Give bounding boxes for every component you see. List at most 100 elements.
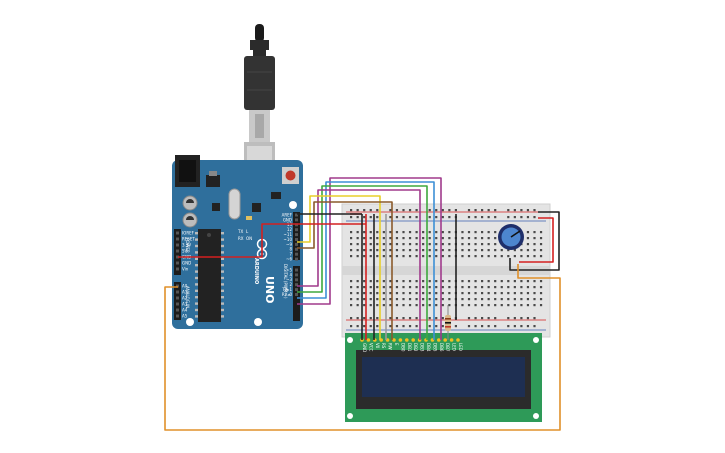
lcd-pin[interactable] [405,338,409,342]
breadboard-hole[interactable] [507,280,510,283]
breadboard-hole[interactable] [350,231,353,234]
breadboard-hole[interactable] [369,255,372,258]
breadboard-hole[interactable] [513,249,516,252]
breadboard-hole[interactable] [520,209,523,212]
breadboard-hole[interactable] [481,231,484,234]
breadboard-hole[interactable] [520,216,523,219]
breadboard-hole[interactable] [382,292,385,295]
breadboard-hole[interactable] [415,231,418,234]
breadboard-hole[interactable] [350,298,353,301]
breadboard-hole[interactable] [461,298,464,301]
breadboard-hole[interactable] [467,317,471,320]
breadboard-hole[interactable] [435,209,438,212]
breadboard-hole[interactable] [408,292,412,295]
breadboard-hole[interactable] [533,249,536,252]
breadboard-hole[interactable] [402,280,405,283]
breadboard-hole[interactable] [350,237,353,240]
breadboard-hole[interactable] [467,243,471,246]
breadboard-hole[interactable] [507,304,510,307]
breadboard-hole[interactable] [350,304,353,307]
breadboard-hole[interactable] [395,325,399,328]
lcd-pin[interactable] [443,338,448,342]
analog-pin-hole[interactable] [176,314,179,318]
breadboard-hole[interactable] [382,243,385,246]
breadboard-hole[interactable] [415,286,418,289]
breadboard-hole[interactable] [363,216,366,219]
breadboard-hole[interactable] [481,249,484,252]
breadboard-hole[interactable] [402,286,405,289]
breadboard-hole[interactable] [487,325,490,328]
breadboard-hole[interactable] [369,292,372,295]
digital-pin-hole[interactable] [295,252,298,256]
breadboard-hole[interactable] [408,209,412,212]
power-pin-hole[interactable] [176,231,179,235]
breadboard-hole[interactable] [494,317,497,320]
breadboard-hole[interactable] [520,280,523,283]
breadboard-hole[interactable] [376,243,379,246]
breadboard-hole[interactable] [507,209,510,212]
breadboard-hole[interactable] [422,255,425,258]
breadboard-hole[interactable] [448,249,451,252]
breadboard-hole[interactable] [376,216,379,219]
breadboard-hole[interactable] [487,243,490,246]
breadboard-hole[interactable] [369,216,372,219]
breadboard-hole[interactable] [533,255,536,258]
breadboard-hole[interactable] [415,317,418,320]
breadboard-hole[interactable] [350,255,353,258]
breadboard-hole[interactable] [363,325,366,328]
breadboard-hole[interactable] [520,249,523,252]
breadboard-hole[interactable] [467,325,471,328]
breadboard-hole[interactable] [395,280,399,283]
breadboard-hole[interactable] [435,216,438,219]
breadboard-hole[interactable] [408,255,412,258]
breadboard-hole[interactable] [507,298,510,301]
breadboard-hole[interactable] [526,249,530,252]
resistor-icon[interactable] [445,305,451,340]
breadboard-hole[interactable] [376,298,379,301]
breadboard-hole[interactable] [487,304,490,307]
breadboard-hole[interactable] [481,325,484,328]
breadboard-hole[interactable] [395,255,399,258]
breadboard-hole[interactable] [389,304,392,307]
breadboard-hole[interactable] [441,298,444,301]
breadboard-hole[interactable] [422,237,425,240]
breadboard-hole[interactable] [507,317,510,320]
breadboard-hole[interactable] [520,298,523,301]
power-pin-hole[interactable] [176,243,179,247]
breadboard-hole[interactable] [526,255,530,258]
breadboard-hole[interactable] [539,249,543,252]
breadboard-hole[interactable] [356,317,359,320]
breadboard-hole[interactable] [487,255,490,258]
breadboard-hole[interactable] [520,255,523,258]
breadboard-hole[interactable] [454,325,457,328]
breadboard-hole[interactable] [533,209,536,212]
breadboard-hole[interactable] [494,231,497,234]
breadboard-hole[interactable] [408,216,412,219]
analog-pin-hole[interactable] [176,284,179,288]
breadboard-hole[interactable] [494,249,497,252]
breadboard-hole[interactable] [481,243,484,246]
breadboard-hole[interactable] [487,237,490,240]
breadboard-hole[interactable] [526,298,530,301]
breadboard-hole[interactable] [481,317,484,320]
breadboard-hole[interactable] [389,255,392,258]
breadboard-hole[interactable] [435,317,438,320]
breadboard-hole[interactable] [441,237,444,240]
breadboard-hole[interactable] [369,231,372,234]
breadboard-hole[interactable] [539,292,543,295]
breadboard-hole[interactable] [428,255,431,258]
breadboard-hole[interactable] [422,304,425,307]
breadboard-hole[interactable] [369,317,372,320]
breadboard-hole[interactable] [526,325,530,328]
breadboard-hole[interactable] [481,209,484,212]
breadboard-hole[interactable] [415,255,418,258]
potentiometer-icon[interactable] [498,224,524,250]
breadboard-hole[interactable] [415,216,418,219]
breadboard-hole[interactable] [428,298,431,301]
digital-pin-hole[interactable] [295,233,298,237]
breadboard-hole[interactable] [363,304,366,307]
breadboard-hole[interactable] [513,209,516,212]
lcd-pin[interactable] [437,338,441,342]
breadboard-hole[interactable] [395,317,399,320]
breadboard-hole[interactable] [481,286,484,289]
